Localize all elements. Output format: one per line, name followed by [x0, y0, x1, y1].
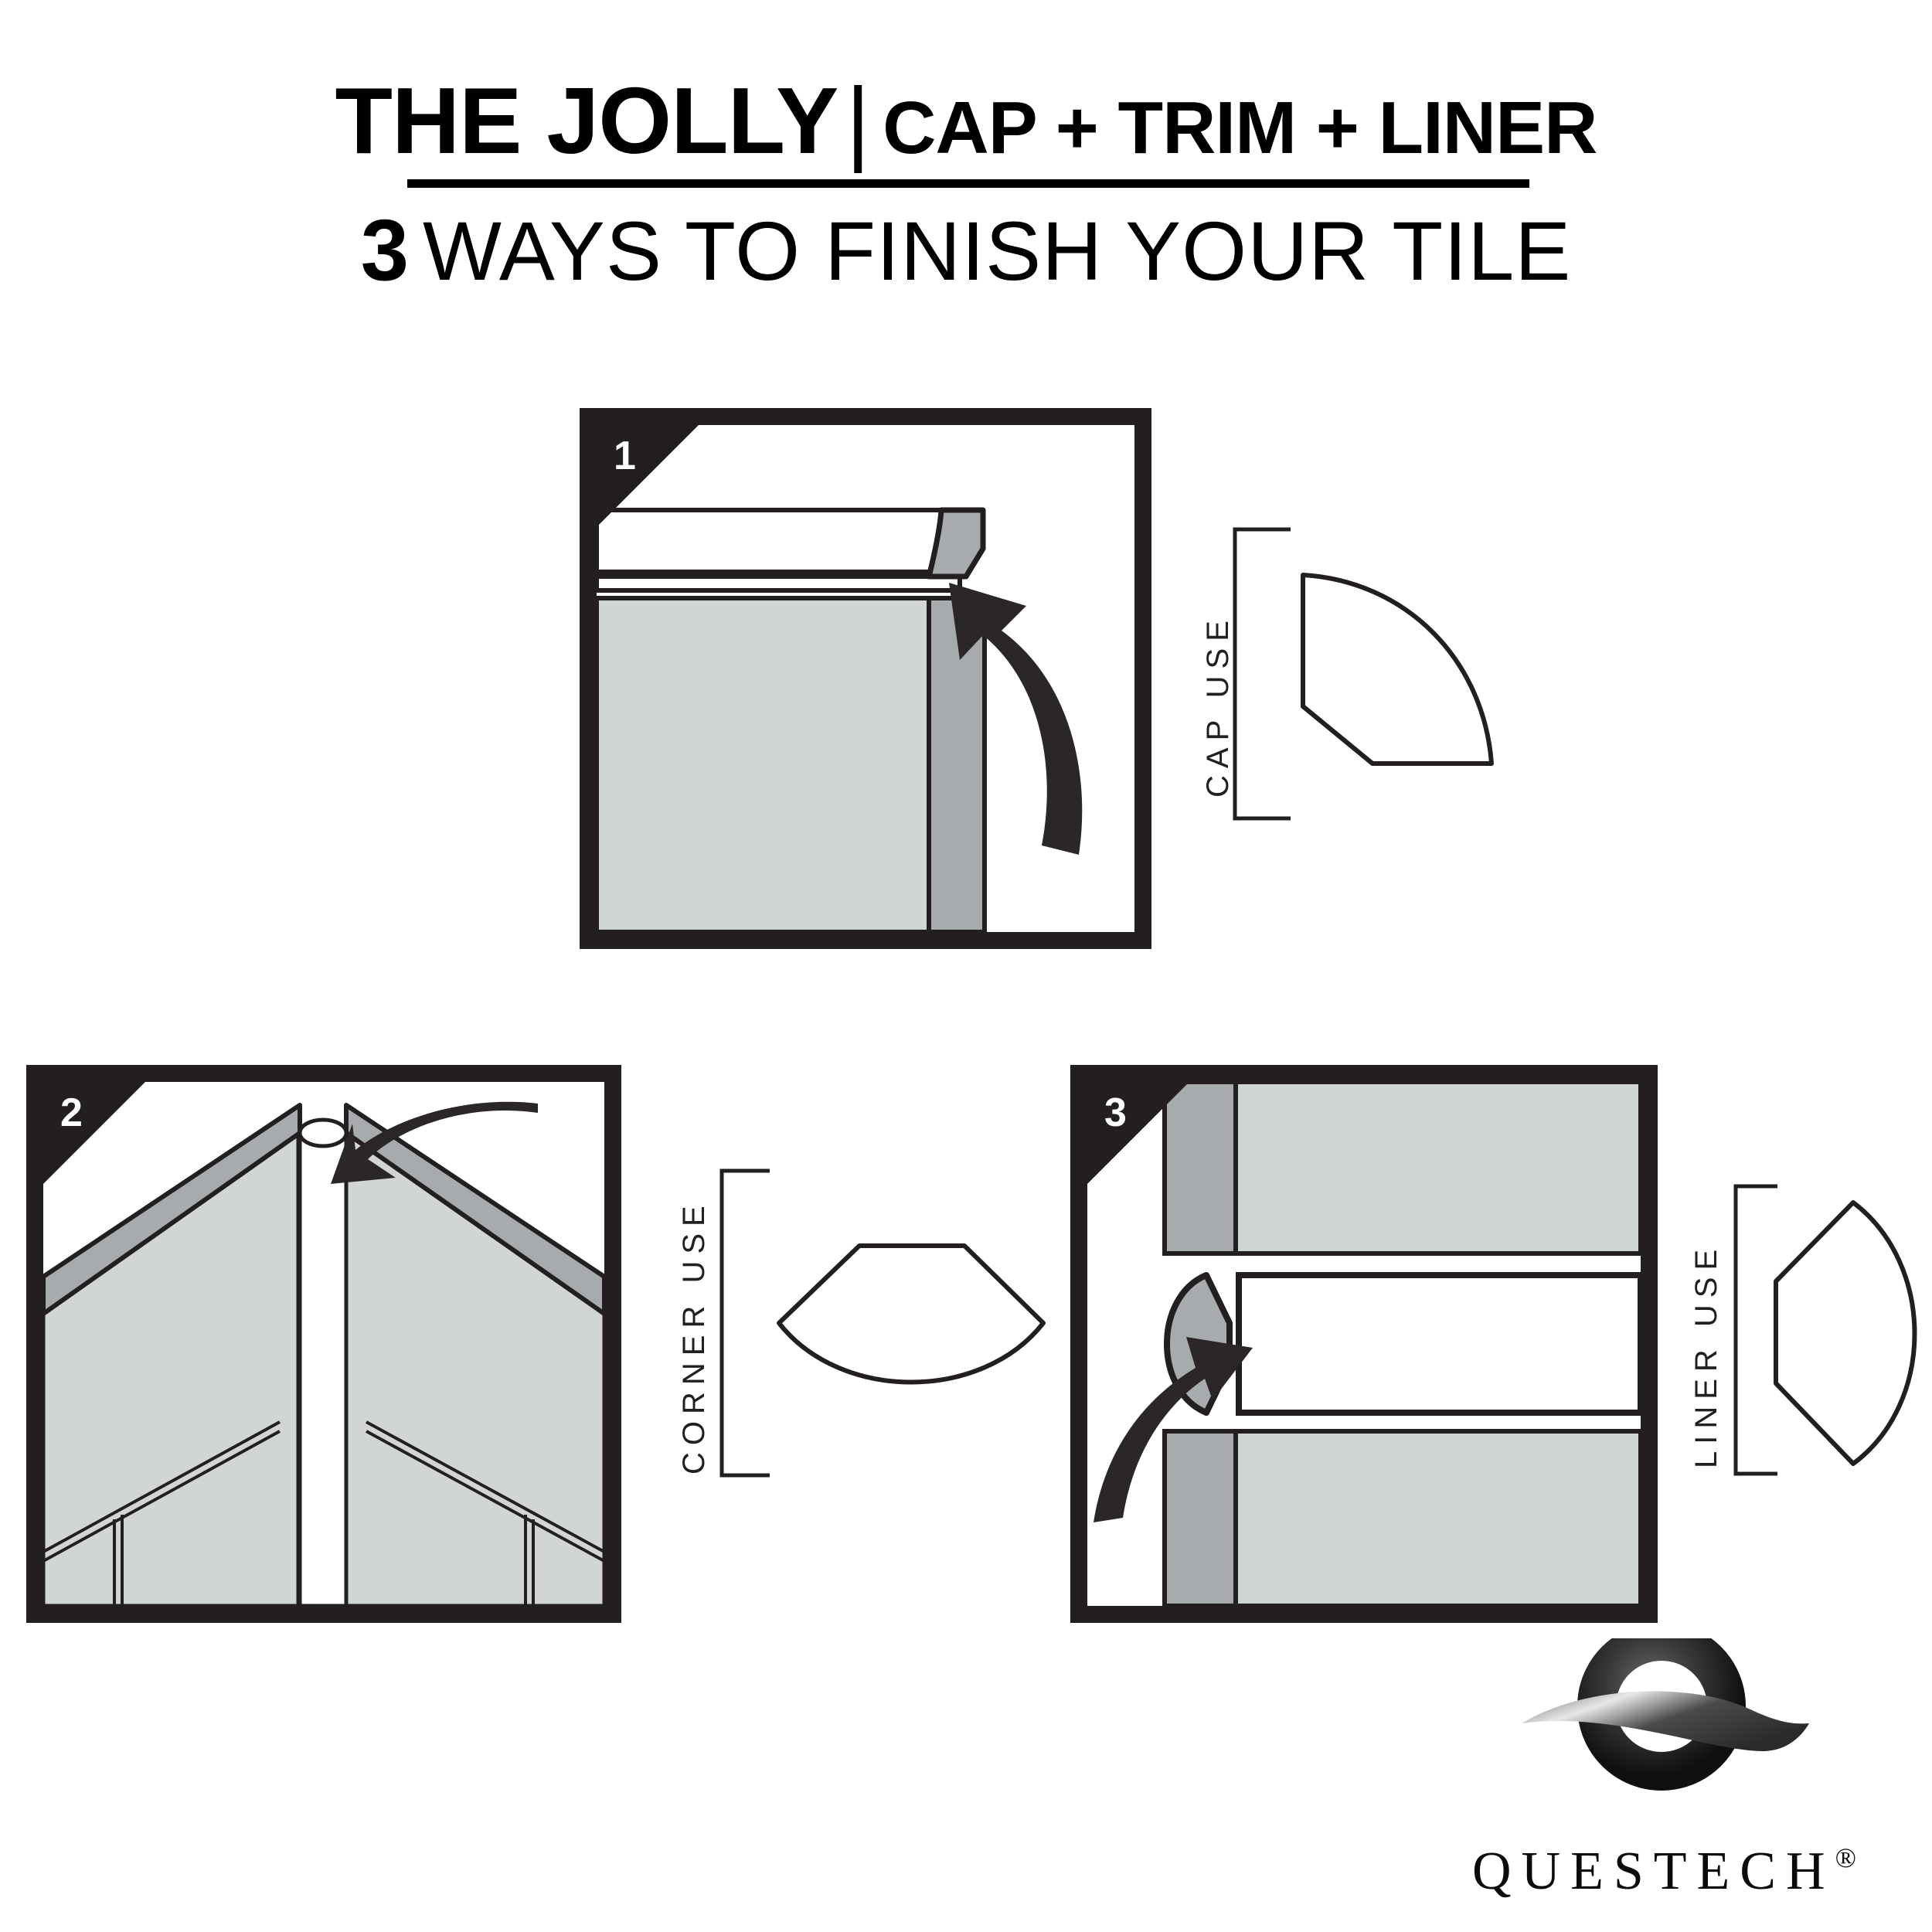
- registered-trademark-symbol: ®: [1835, 1842, 1856, 1873]
- install-arrow-icon: [1094, 1337, 1253, 1522]
- title-divider: |: [845, 68, 871, 173]
- questech-ring-swoosh-icon: [1522, 1638, 1809, 1791]
- return-tile-edge: [927, 596, 987, 932]
- top-edge-tile: [1162, 1082, 1238, 1256]
- install-arrow-icon: [949, 583, 1083, 855]
- panel-2-profile-group: CORNER USE: [649, 1165, 1051, 1490]
- cap-rail-underside: [597, 574, 962, 593]
- subtitle-label: WAYS TO FINISH YOUR TILE: [422, 204, 1572, 298]
- bottom-field-tile: [1233, 1429, 1641, 1606]
- cap-piece: [926, 507, 986, 580]
- panel-1-profile-group: CAP USE: [1167, 510, 1494, 835]
- corner-use-label: CORNER USE: [677, 1199, 711, 1475]
- cap-rail-top-face: [597, 508, 962, 574]
- liner-profile-shape: [1774, 1200, 1917, 1466]
- panel-3-illustration: [1094, 1082, 1641, 1606]
- bottom-edge-tile: [1162, 1429, 1238, 1606]
- corner-trim-bullnose-top: [298, 1117, 349, 1148]
- panel-3-liner-use: 3: [1070, 1065, 1658, 1623]
- panel-1-illustration: [597, 507, 1083, 932]
- page-title: THE JOLLY|CAP + TRIM + LINER: [0, 73, 1932, 168]
- right-grout-line: [366, 1420, 604, 1553]
- panel-2-corner-use: 2: [26, 1065, 621, 1623]
- liner-channel: [1236, 1272, 1641, 1416]
- panel-1-bracket-icon: [1233, 527, 1291, 821]
- panel-2-illustration: [43, 1101, 604, 1606]
- panel-2-bracket-icon: [719, 1168, 770, 1478]
- panel-3-profile-group: LINER USE: [1677, 1165, 1932, 1490]
- left-grout-line: [43, 1420, 281, 1553]
- cap-use-label: CAP USE: [1201, 614, 1235, 798]
- title-sub-text: CAP + TRIM + LINER: [883, 87, 1597, 169]
- title-main-text: THE JOLLY: [335, 68, 839, 173]
- field-tile: [597, 596, 931, 932]
- questech-wordmark: QUESTECH®: [1472, 1841, 1905, 1903]
- top-field-tile: [1233, 1082, 1641, 1256]
- cap-profile-shape: [1301, 573, 1494, 766]
- left-grout-line: [43, 1430, 281, 1563]
- corner-trim-column: [298, 1131, 349, 1606]
- panel-1-cap-use: 1: [580, 408, 1151, 949]
- title-underline-rule: [407, 179, 1529, 188]
- install-arrow-icon: [331, 1101, 538, 1184]
- subtitle-count: 3: [360, 202, 409, 298]
- corner-profile-shape: [777, 1243, 1046, 1385]
- right-grout-line: [366, 1430, 604, 1563]
- wordmark-text: QUESTECH: [1472, 1842, 1835, 1901]
- panel-3-bracket-icon: [1733, 1184, 1777, 1476]
- questech-logo: QUESTECH®: [1472, 1638, 1905, 1917]
- liner-use-label: LINER USE: [1689, 1242, 1723, 1468]
